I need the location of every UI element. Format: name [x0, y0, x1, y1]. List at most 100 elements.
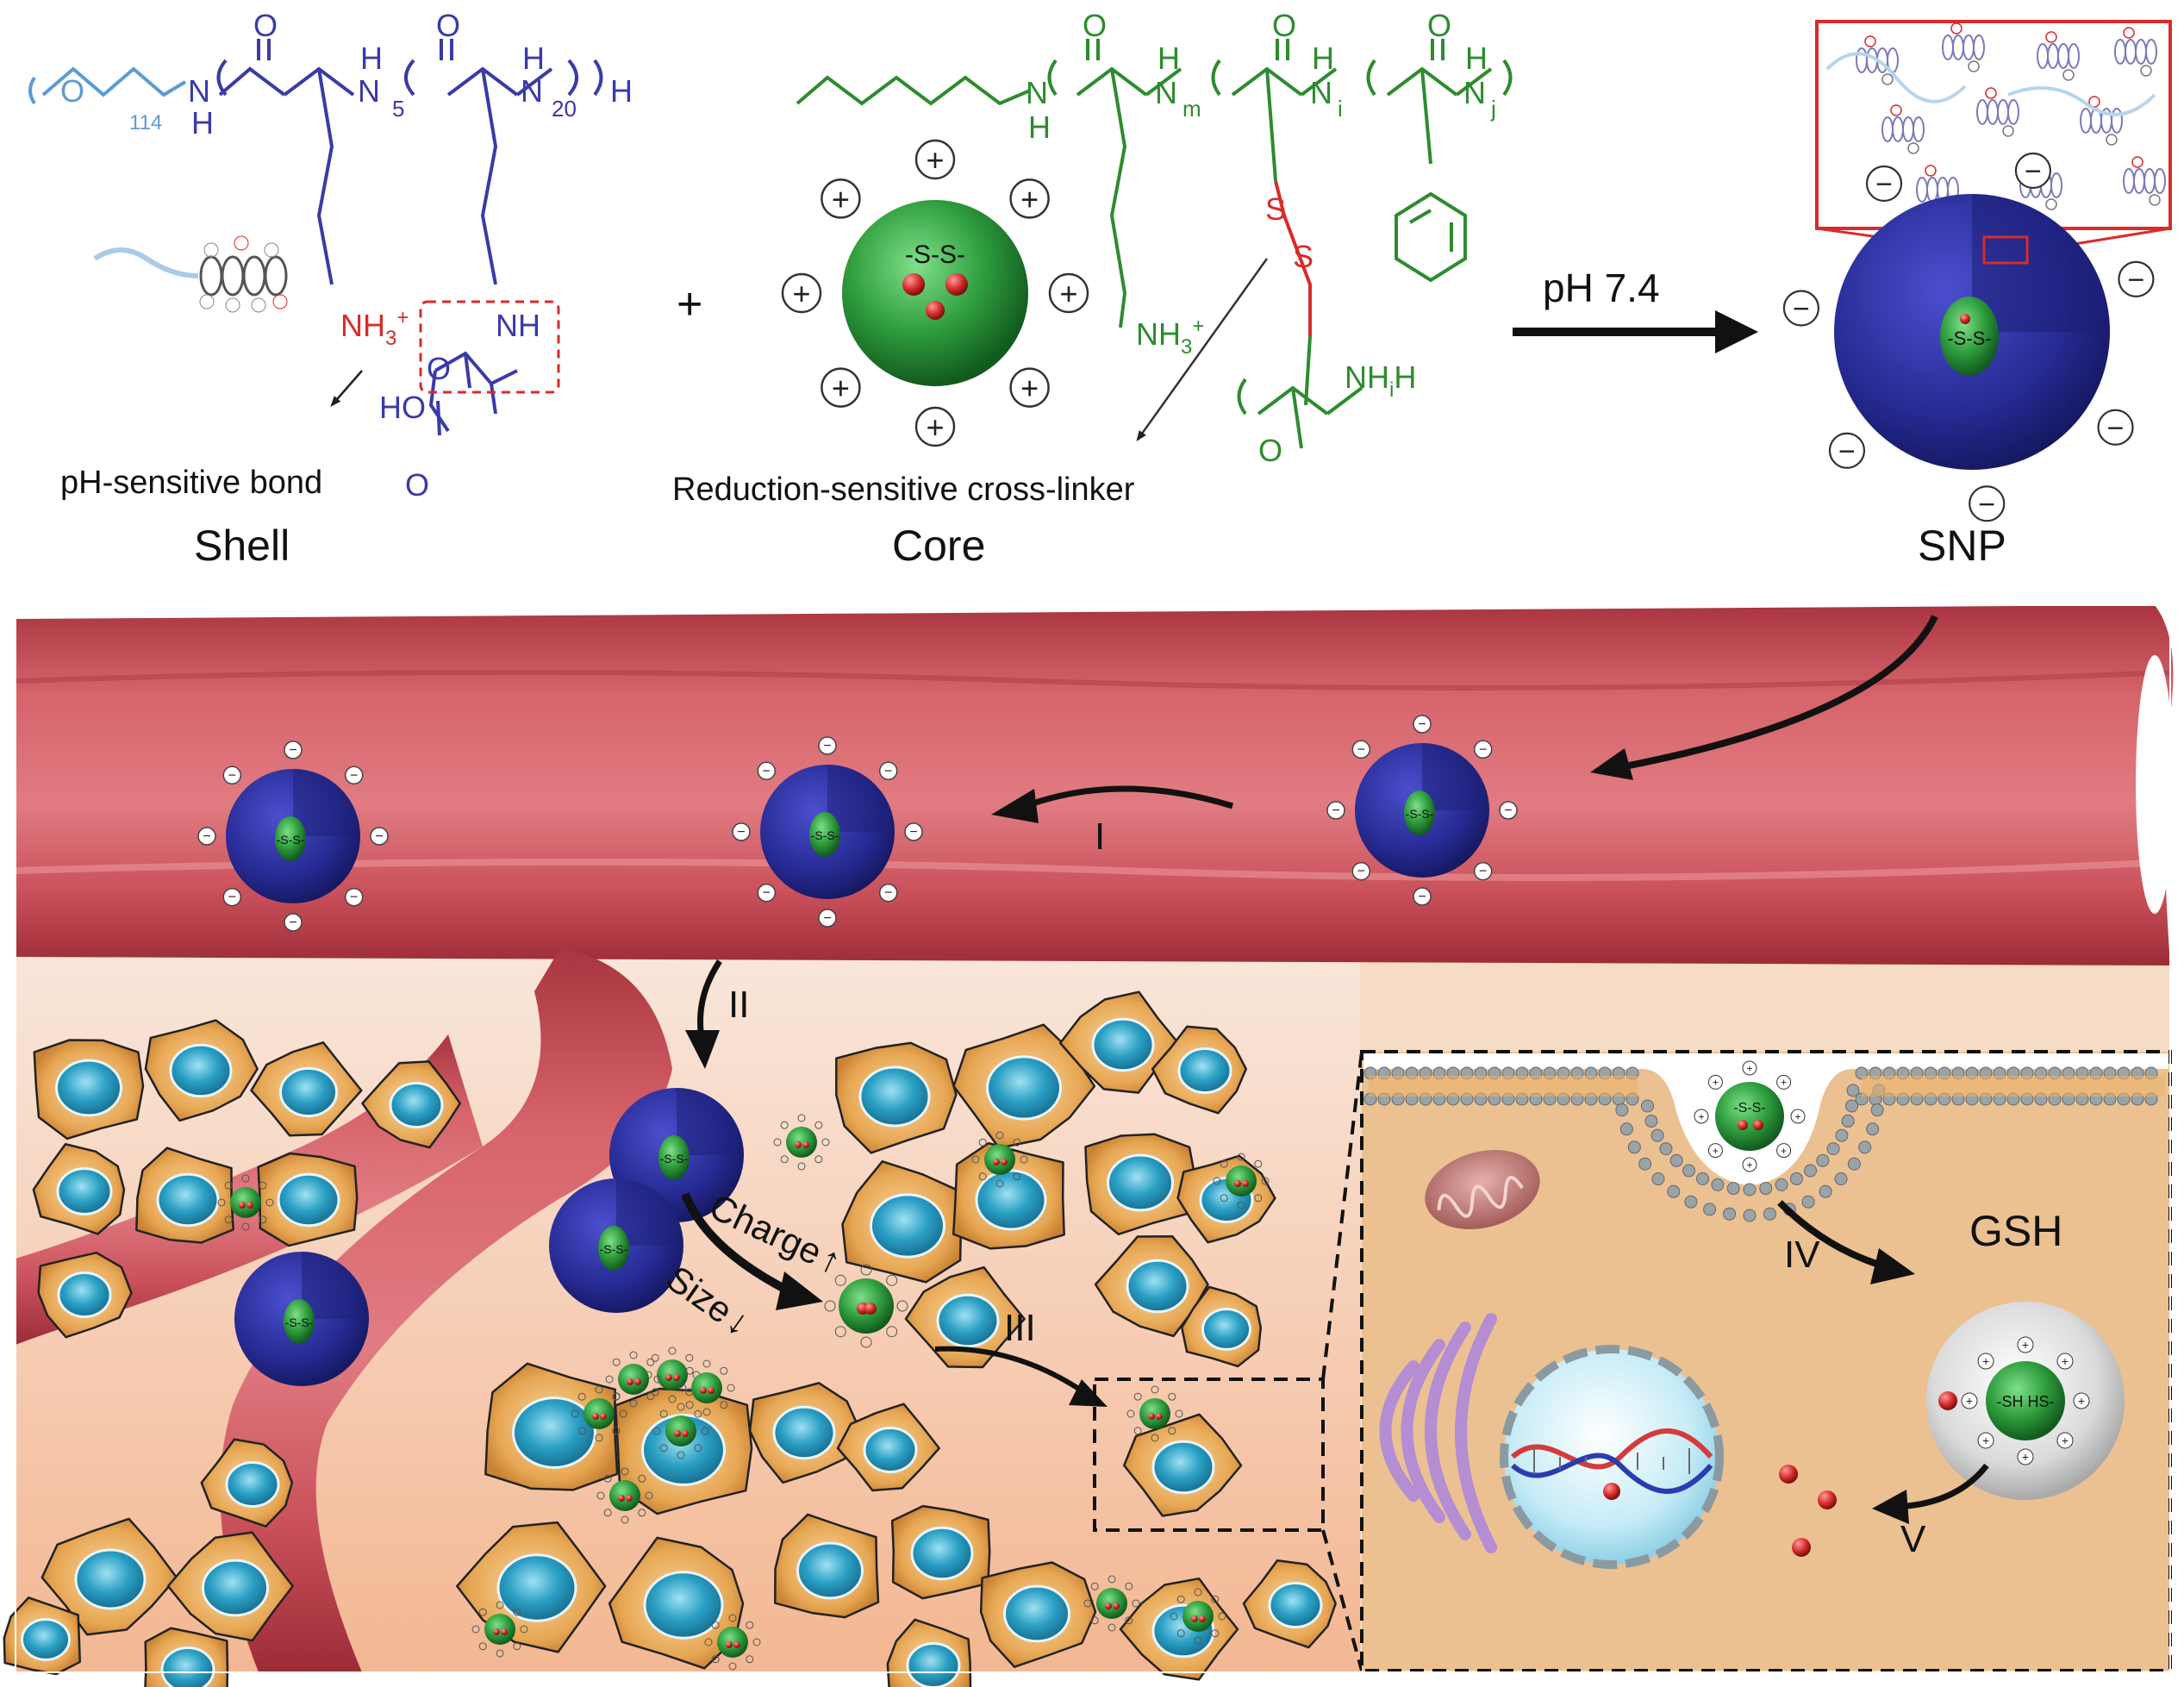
np-charge-sign: −	[289, 743, 296, 758]
snp-charge-sign: −	[2107, 412, 2125, 445]
core-charge-sign: +	[1059, 276, 1077, 311]
golgi-icon	[1379, 1313, 1497, 1553]
ph-label: pH 7.4	[1543, 266, 1660, 310]
blood-vessel	[15, 605, 2174, 1672]
snp-charge-sign: −	[1838, 435, 1856, 468]
tumor-cell	[166, 1531, 294, 1642]
endocytosis-charge-circle	[1776, 1074, 1792, 1090]
snp-charge-sign: −	[2025, 155, 2042, 188]
released-text: -SH HS-	[1997, 1393, 2055, 1410]
endosome-charge-circle	[1961, 1392, 1978, 1409]
shell-n-3: N	[521, 73, 543, 109]
shell-structure: O 114 N H O N H 5 O N H 20 H NH3+ NH O H…	[28, 8, 633, 570]
core-h-4: H	[1465, 41, 1488, 76]
endocytosis-charge-ring: ++++++++	[1694, 1060, 1806, 1172]
tumor-cell	[135, 1147, 234, 1244]
core-particle	[824, 1264, 908, 1348]
snp-charge-circle	[2118, 260, 2155, 297]
tumor-cell	[835, 1041, 958, 1154]
biological-scene: -S-S-−−−−−−−−-S-S-−−−−−−−−-S-S-−−−−−−−−-…	[3, 605, 2174, 1687]
core-charge-sign: +	[1020, 371, 1039, 406]
snp-structure: -S-S- −−−−−−− SNP	[1782, 20, 2172, 570]
shell-nanoparticle: -S-S-−−−−−−−−	[732, 736, 923, 928]
endocytosis-charge-sign: +	[1781, 1077, 1787, 1089]
core-nh3: NH3+	[1136, 315, 1204, 359]
snp-charge-circle	[1969, 485, 2006, 522]
endosome-charge-circle	[2056, 1432, 2074, 1449]
tumor-cell	[979, 1561, 1097, 1668]
tumor-cell	[1151, 1025, 1247, 1115]
core-charge-sign: +	[926, 409, 944, 445]
core-particle	[605, 1351, 662, 1408]
np-charge-sign: −	[375, 829, 383, 844]
core-n-2: N	[1155, 75, 1177, 110]
tumor-cell	[904, 1265, 1026, 1369]
shell-side-nh: NH	[496, 308, 540, 343]
core-o-2: O	[1272, 8, 1296, 43]
endosome-charge-sign: +	[2062, 1354, 2069, 1368]
tumor-cell	[1058, 990, 1180, 1094]
core-o-1: O	[1083, 8, 1107, 43]
endosome-charge-sign: +	[2022, 1338, 2029, 1352]
snp-charge-circle	[2097, 409, 2134, 446]
tumor-cell	[1084, 1133, 1197, 1236]
core-particle	[971, 1131, 1028, 1188]
shell-ho: HO	[379, 390, 426, 425]
endosome-charge-circle	[1977, 1353, 1994, 1370]
shell-n-2: N	[358, 73, 380, 109]
core-charge-circle	[914, 139, 956, 180]
disulfide-s1: S	[1265, 191, 1286, 227]
tumor-cell	[890, 1504, 991, 1600]
np-charge-sign: −	[203, 829, 210, 844]
endocytosis-charge-circle	[1707, 1074, 1723, 1090]
circulating-nanoparticles: -S-S-−−−−−−−−-S-S-−−−−−−−−-S-S-−−−−−−−−-…	[197, 715, 1518, 1386]
core-charge-sign: +	[1020, 181, 1039, 216]
tumor-cell	[3, 1596, 81, 1676]
core-particle	[704, 1614, 761, 1671]
core-n-3: N	[1310, 75, 1332, 110]
released-core-particles	[217, 1114, 1270, 1671]
np-core-text: -S-S-	[285, 1315, 314, 1329]
np-charge-sign: −	[1418, 890, 1426, 904]
tumor-cell	[836, 1403, 940, 1492]
core-charge-ring: ++++++++	[781, 139, 1089, 447]
endo-particle-text: -S-S-	[1733, 1101, 1765, 1115]
shell-nanoparticle: -S-S-	[234, 1252, 369, 1386]
endocytosis-charge-circle	[1776, 1143, 1792, 1159]
tumor-cell	[41, 1517, 178, 1636]
mitochondrion-icon	[1425, 1149, 1540, 1230]
gsh-label: GSH	[1969, 1207, 2062, 1255]
step-iii-label: III	[1004, 1307, 1036, 1349]
endocytosis-particle: -S-S- ++++++++	[1694, 1060, 1806, 1172]
shell-sub-5: 5	[392, 96, 404, 122]
shell-nanoparticle: -S-S-	[549, 1178, 683, 1313]
endosome-charge-sign: +	[2078, 1394, 2085, 1408]
core-particle	[596, 1467, 653, 1524]
core-particle	[217, 1174, 274, 1231]
tumor-cell	[608, 1536, 745, 1670]
core-particle	[1213, 1153, 1270, 1209]
core-particle	[652, 1403, 709, 1459]
core-particle	[571, 1385, 627, 1442]
core-nanoparticle-icon: -S-S-	[842, 200, 1028, 386]
step-ii-label: II	[728, 984, 749, 1026]
peg-oxygen: O	[60, 73, 84, 109]
np-charge-sign: −	[289, 915, 296, 930]
shell-nanoparticle: -S-S-−−−−−−−−	[1326, 715, 1518, 906]
endocytosis-charge-circle	[1790, 1109, 1806, 1124]
tumor-cell	[952, 1141, 1065, 1250]
endosome-charge-circle	[2017, 1448, 2034, 1465]
endocytosis-charge-sign: +	[1698, 1110, 1704, 1122]
core-structure: -S-S- ++++++++	[672, 8, 1513, 570]
shell-h-3: H	[522, 41, 545, 76]
np-charge-sign: −	[884, 886, 892, 901]
core-charge-circle	[1048, 272, 1089, 314]
tumor-cell	[1094, 1234, 1209, 1338]
shell-sub-20: 20	[552, 96, 577, 122]
core-charge-sign: +	[832, 181, 850, 216]
snp-charge-ring: −−−−−−−	[1782, 152, 2155, 522]
shell-carbonyl-1: O	[253, 8, 278, 43]
core-o-3: O	[1427, 8, 1451, 43]
core-sub-m: m	[1182, 96, 1201, 122]
endocytosis-charge-sign: +	[1794, 1110, 1800, 1122]
